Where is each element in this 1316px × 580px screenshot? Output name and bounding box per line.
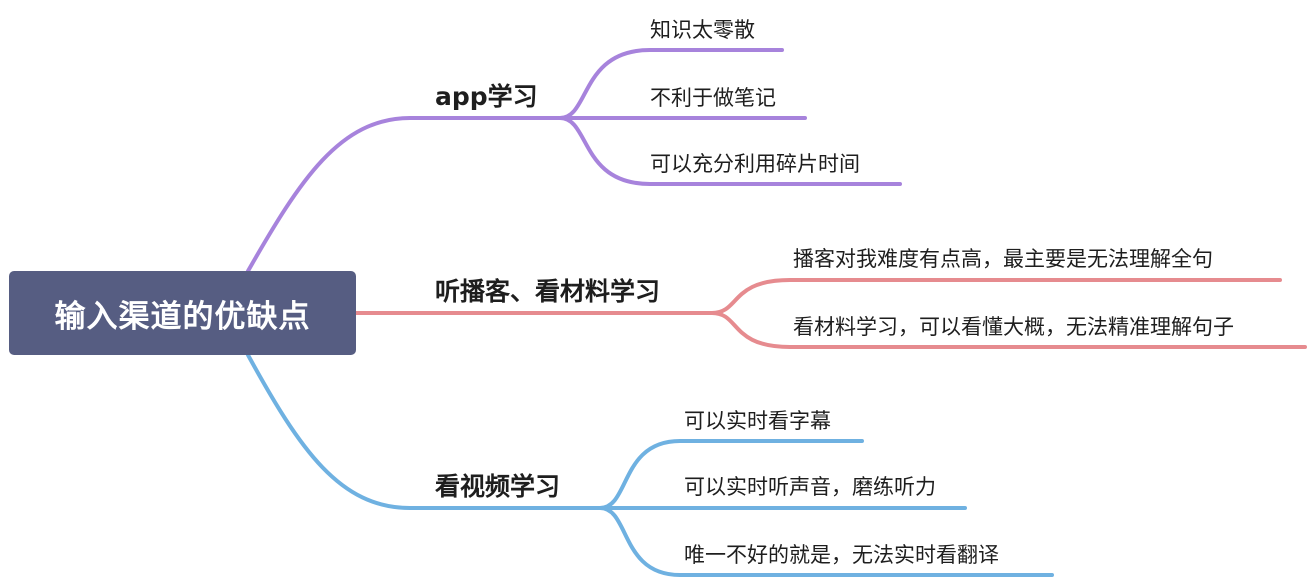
leaf-app-2[interactable]: 不利于做笔记 xyxy=(650,86,776,110)
branch-video-learning[interactable]: 看视频学习 xyxy=(435,472,561,501)
root-topic[interactable]: 输入渠道的优缺点 xyxy=(9,271,356,355)
connector-podcast-leaf-1 xyxy=(710,278,1282,315)
connector-video-leaf-3 xyxy=(598,506,1054,577)
connector-root-app xyxy=(246,116,562,273)
branch-app-learning[interactable]: app学习 xyxy=(435,82,538,111)
leaf-podcast-2[interactable]: 看材料学习，可以看懂大概，无法精准理解句子 xyxy=(793,315,1234,339)
leaf-app-3[interactable]: 可以充分利用碎片时间 xyxy=(650,152,860,176)
leaf-podcast-1[interactable]: 播客对我难度有点高，最主要是无法理解全句 xyxy=(793,247,1213,271)
connector-app-leaf-3 xyxy=(558,116,902,186)
connector-video-leaf-1 xyxy=(598,439,864,510)
connector-podcast-leaf-2 xyxy=(710,311,1307,349)
leaf-video-3[interactable]: 唯一不好的就是，无法实时看翻译 xyxy=(684,543,999,567)
leaf-video-2[interactable]: 可以实时听声音，磨练听力 xyxy=(684,475,936,499)
branch-podcast-materials[interactable]: 听播客、看材料学习 xyxy=(435,277,661,306)
connector-root-video xyxy=(246,353,602,510)
leaf-video-1[interactable]: 可以实时看字幕 xyxy=(684,409,831,433)
leaf-app-1[interactable]: 知识太零散 xyxy=(650,18,755,42)
connector-app-leaf-1 xyxy=(558,48,784,120)
